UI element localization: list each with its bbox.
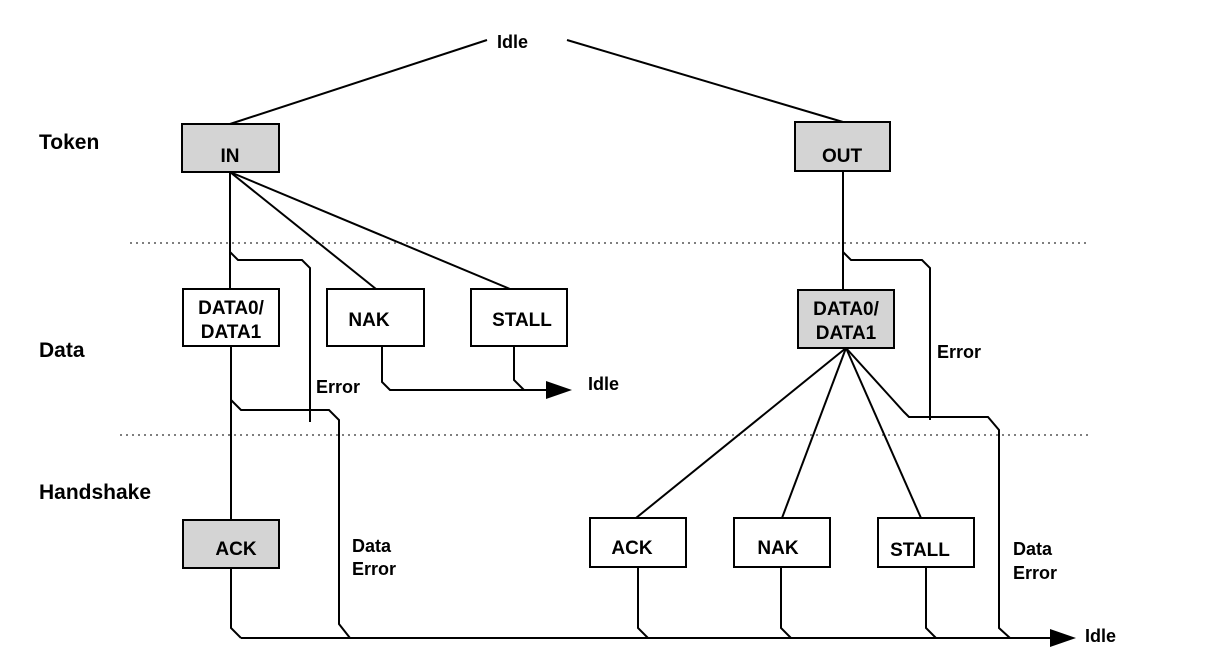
in-stall-box <box>470 288 568 347</box>
idle-to-in-line <box>229 39 488 125</box>
out-branch: OUT DATA0/ DATA1 Error ACK NAK STALL Dat… <box>589 121 1057 639</box>
in-nak-label: NAK <box>348 310 389 331</box>
out-data-label-line2: DATA1 <box>816 323 877 344</box>
phase-label-token: Token <box>39 131 99 154</box>
out-stall-label: STALL <box>890 540 950 561</box>
out-stall-box <box>877 517 975 568</box>
out-stall-to-idle-path <box>925 567 937 639</box>
out-data-label-line1: DATA0/ <box>813 299 880 320</box>
idle-label-bottom: Idle <box>1085 626 1116 646</box>
in-ack-box <box>182 519 280 569</box>
out-token-error-path <box>842 251 931 420</box>
in-error-label: Error <box>316 377 360 397</box>
phase-label-handshake: Handshake <box>39 481 151 504</box>
in-ack-to-idle-path <box>230 568 242 639</box>
out-nak-to-idle-path <box>780 567 792 639</box>
in-data-label-line1: DATA0/ <box>198 298 265 319</box>
in-data-label-line2: DATA1 <box>201 322 262 343</box>
idle-arrow-icon-data <box>546 381 572 399</box>
idle-label-top: Idle <box>497 32 528 52</box>
out-data-error-path <box>845 347 1011 639</box>
in-stall-label: STALL <box>492 310 552 331</box>
in-branch: IN DATA0/ DATA1 NAK STALL Idle Error ACK… <box>181 123 619 639</box>
out-ack-to-idle-path <box>637 567 649 639</box>
in-nak-box <box>326 288 425 347</box>
out-data-to-nak-line <box>781 347 847 519</box>
idle-to-out-line <box>566 39 844 123</box>
out-nak-box <box>733 517 831 568</box>
out-ack-box <box>589 517 687 568</box>
out-data-error-label-line1: Data <box>1013 539 1053 559</box>
out-data-to-ack-line <box>635 347 847 519</box>
in-token-label: IN <box>221 146 240 167</box>
out-data-to-stall-line <box>845 347 922 519</box>
nak-stall-to-idle-path <box>381 346 546 391</box>
in-data-box <box>182 288 280 347</box>
out-nak-label: NAK <box>757 538 798 559</box>
out-ack-label: ACK <box>611 538 652 559</box>
phase-label-data: Data <box>39 339 85 362</box>
in-ack-label: ACK <box>215 539 256 560</box>
out-token-label: OUT <box>822 146 863 167</box>
out-data-error-label-line2: Error <box>1013 563 1057 583</box>
out-error-label: Error <box>937 342 981 362</box>
idle-arrow-icon-bottom <box>1050 629 1076 647</box>
in-data-error-path <box>230 399 351 639</box>
in-data-error-label-line2: Error <box>352 559 396 579</box>
idle-label-data: Idle <box>588 374 619 394</box>
stall-to-idle-connector <box>513 346 525 391</box>
in-to-nak-line <box>229 171 377 290</box>
in-to-stall-line <box>229 171 511 290</box>
in-token-error-path <box>229 251 311 422</box>
in-data-error-label-line1: Data <box>352 536 392 556</box>
